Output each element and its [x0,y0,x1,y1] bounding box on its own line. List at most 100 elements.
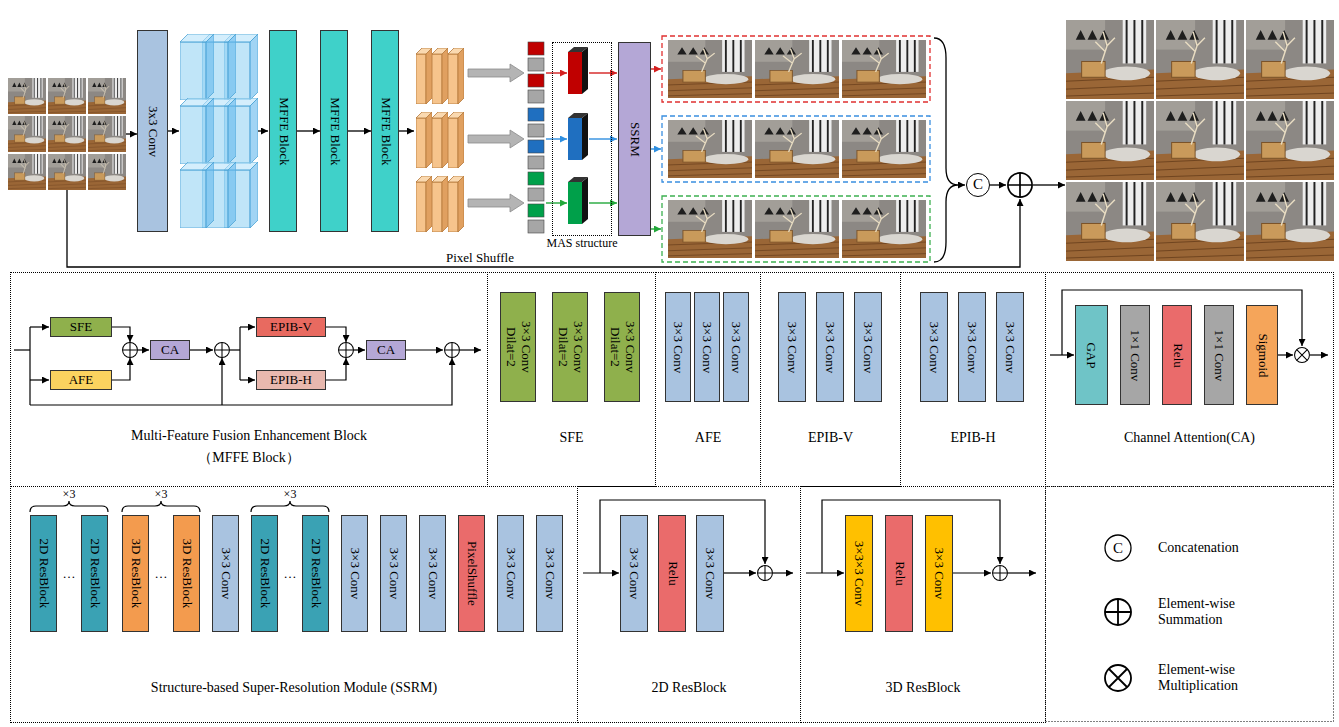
feature-cube [180,98,214,164]
process-box: SSRM [618,42,651,236]
view-image [755,200,839,258]
box-label: 3×3 Conv [347,548,362,600]
process-box: PixelShuffle [458,515,485,632]
process-box: 3D ResBlock [173,515,200,632]
feature-slab [416,112,432,168]
feature-slab [432,48,448,104]
caption-slot: （MFFE Block） [11,450,487,466]
process-box: 3×3 Conv [497,515,524,632]
view-image [1246,182,1334,261]
view-image [1156,101,1244,180]
view-slice [528,42,544,55]
process-box: 3×3 Conv [696,515,724,632]
process-box: MFFE Block [269,30,297,232]
wire [399,130,414,131]
legend-text: Element-wise Summation [1158,596,1278,628]
mas-block-side [582,177,588,224]
view-groups [528,42,544,233]
box-label: 1×1 Conv [1128,329,1143,381]
concat-symbol [1105,535,1131,561]
process-box: Relu [1162,305,1192,405]
panel-caption: Multi-Feature Fusion Enhancement Block [11,428,487,444]
box-label: 2D ResBlock [87,539,102,609]
process-box: 3×3 Conv [920,292,948,402]
flow-arrow [348,130,371,131]
module-panel: SFEAFECAEPIB-VEPIB-HCAMulti-Feature Fusi… [10,272,488,487]
module-panel: 3×3 Conv3×3 Conv3×3 ConvEPIB-H [900,272,1046,487]
box-label: 3×3 Conv [700,321,715,373]
legend-item: Element-wise Multiplication [1158,662,1278,694]
view-image [8,78,46,114]
wire [1008,572,1036,573]
box-label: 3×3 Conv [218,548,233,600]
wire [126,133,137,134]
wire [990,184,1006,185]
caption-slot: AFE [656,430,760,446]
box-label: 3×3 Conv [425,548,440,600]
mas-blocks [568,47,588,224]
box-label: 3×3 Conv [1003,321,1018,373]
wire [1033,184,1065,185]
box-label: Relu [665,561,680,586]
box-label: 3×3 Conv [785,321,800,373]
view-image [1246,101,1334,180]
flow-arrow [589,202,617,203]
panel-caption: EPIB-V [761,430,900,446]
box-label: 1×1 Conv [1212,329,1227,381]
feature-slab [416,48,432,104]
caption-slot: 2D ResBlock [578,680,800,696]
view-image [668,120,752,178]
structure-caption: MAS structure [547,237,618,251]
caption-slot: Channel Attention(CA) [1046,430,1333,446]
block-arrow [468,194,524,212]
legend-text: Concatenation [1158,540,1278,556]
mas-block [568,118,582,160]
label-slot: … [284,567,297,580]
feature-cube [180,162,214,228]
wire [168,130,179,131]
legend-item: Element-wise Summation [1158,596,1278,628]
grey-arrows [468,64,524,212]
label-slot: … [155,567,168,580]
process-box: 3×3 Conv [723,292,749,402]
wire [953,572,991,573]
annotation-label: ×3 [284,488,297,500]
wire [14,349,30,350]
brace [30,501,108,512]
box-label: 3×3 Conv Dilat=2 [503,317,533,377]
box-label: SSRM [627,122,642,157]
view-image [668,40,752,98]
view-image [755,40,839,98]
wire [190,349,213,350]
wire [406,349,443,350]
wire [326,327,346,342]
box-label: 2D ResBlock [257,539,272,609]
view-slice [528,172,544,185]
box-label: 3×3 Conv [823,321,838,373]
module-panel: 2D ResBlock 2D ResBlock 3D ResBlock 3D ResB… [10,486,578,723]
box-label: 3D ResBlock [128,539,143,609]
feature-slab [432,176,448,232]
process-box: Relu [658,515,686,632]
process-box: 3×3 Conv Dilat=2 [552,292,588,402]
ssrm-braces [30,501,329,512]
resblock-wires [583,500,1036,573]
view-image [842,40,926,98]
group-views [668,40,926,258]
process-box: 1×1 Conv [1204,305,1234,405]
wire [958,184,965,185]
view-image [48,78,86,114]
wire [138,349,149,350]
wire [230,349,240,350]
flow-arrow [589,72,617,73]
box-label: Relu [1170,343,1185,368]
process-box: 3×3 Conv [380,515,407,632]
mas-block-side [582,113,588,160]
mas-block-top [568,47,588,52]
panel-caption: Structure-based Super-Resolution Module … [11,680,577,696]
process-box: 2D ResBlock [81,515,108,632]
process-box: 3×3 Conv Dilat=2 [500,292,536,402]
module-panel: 3×3 Conv3×3 Conv3×3 ConvEPIB-V [760,272,901,487]
box-label: 3×3 Conv [503,548,518,600]
